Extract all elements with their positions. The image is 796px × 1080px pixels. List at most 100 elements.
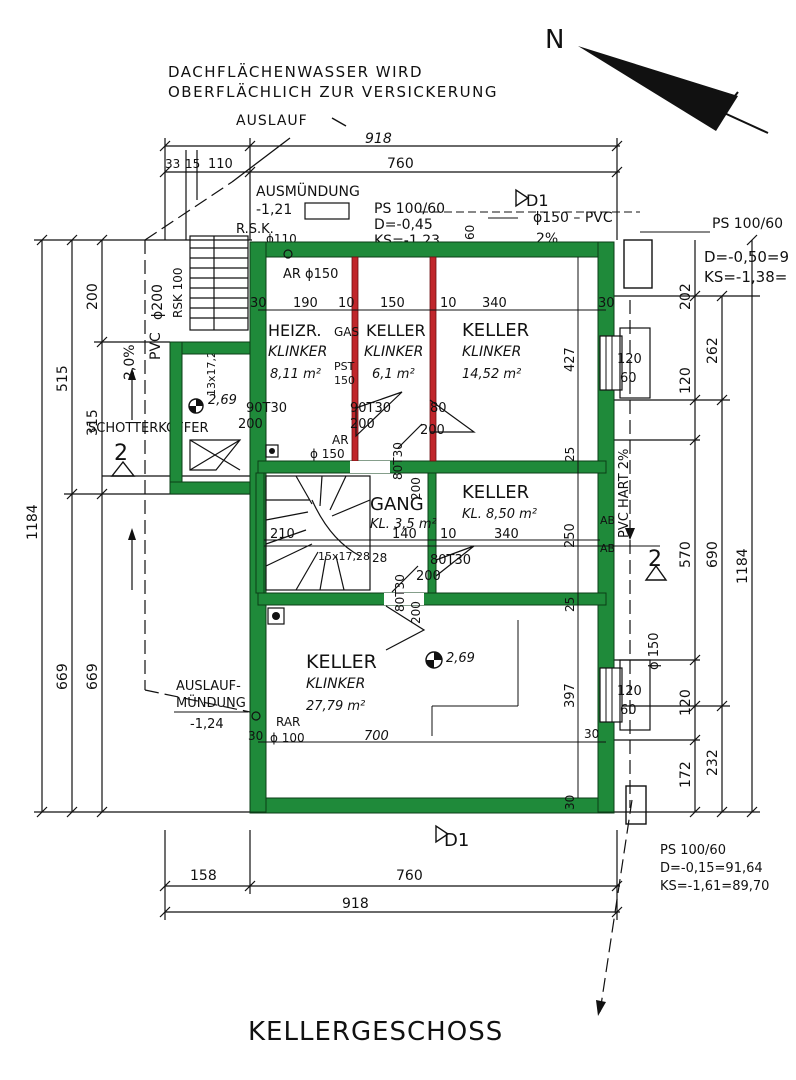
dim-bottom-b: 760 (396, 868, 423, 884)
bottom-ps: PS 100/60 (660, 843, 726, 858)
stair-level-28: 28 (372, 551, 387, 565)
fixture-ar: AR ϕ 150 (265, 433, 349, 461)
room-keller-b: KELLER KLINKER 14,52 m² (462, 320, 529, 382)
top-dimensions (159, 138, 623, 240)
level-269b: 2,69 (446, 651, 475, 666)
label-pvc-hart: PVC HART 2% (617, 449, 632, 538)
dim-row1-w4: 150 (380, 296, 405, 311)
label-steps-left: 13x17,25 (205, 344, 218, 396)
dim-top-b: 15 (185, 157, 200, 171)
dim-row1-w3: 10 (338, 296, 355, 311)
dim-v5: 397 (563, 683, 578, 708)
keller-b-name: KELLER (462, 320, 529, 341)
heiz-floor: KLINKER (268, 344, 327, 360)
bottom-right-manhole: PS 100/60 D=-0,15=91,64 KS=-1,61=89,70 (625, 785, 769, 894)
section-marker-right: 2 (264, 545, 668, 581)
pvc-pipe-label: ϕ150 – PVC (533, 210, 613, 226)
dim-row2-w4: 340 (494, 527, 519, 542)
dim-60: 60 (463, 225, 477, 240)
dim-left-total: 1184 (25, 504, 41, 540)
dim-top-a: 33 (165, 157, 180, 171)
label-schotter: SCHOTTERKOFFER (88, 421, 209, 436)
dim-row2-w2: 140 (392, 527, 417, 542)
door-1: 90T30 (246, 401, 287, 416)
dim-left-upper: 515 (55, 365, 71, 392)
level-marker-269: 2,69 (425, 651, 475, 669)
door-2: 90T30 (350, 401, 391, 416)
staircase (189, 439, 371, 591)
top-manhole-block: AUSMÜNDUNG -1,21 PS 100/60 D=-0,45 KS=-1… (236, 182, 640, 282)
keller-a-area: 6,1 m² (372, 367, 415, 382)
ar-left: AR (332, 433, 349, 447)
auslauf-mundung: AUSLAUF- MÜNDUNG -1,24 RAR ϕ 100 (174, 679, 305, 745)
dim-right-b: 120 (678, 367, 694, 394)
top-d: D=-0,45 (374, 217, 433, 233)
window-right-lower: 120 60 (599, 659, 651, 731)
level-marker-left (188, 398, 204, 414)
fixture-drain-lower (267, 607, 285, 625)
stair-label: 15x17,28 (318, 550, 370, 563)
section-2-right: 2 (648, 547, 662, 572)
section-d1-top: D1 (526, 191, 549, 210)
keller-d-name: KELLER (306, 651, 377, 673)
north-arrow: N (545, 25, 769, 134)
dim-bottom-overall: 918 (342, 896, 369, 912)
door-5b: 200 (416, 569, 441, 584)
note-auslauf: AUSLAUF (236, 113, 308, 129)
dim-left-lower: 669 (55, 663, 71, 690)
dim-row1-w7: 30 (598, 296, 615, 311)
ausmundung-value: -1,21 (256, 202, 292, 218)
dim-row3-w700: 700 (364, 729, 389, 744)
window-2-w: 120 (617, 684, 642, 699)
dim-row1-w2: 190 (293, 296, 318, 311)
dim-right-g: 690 (705, 541, 721, 568)
door-6b: 200 (409, 601, 423, 624)
window-1-h: 60 (620, 371, 637, 386)
mundung-label: MÜNDUNG (176, 694, 246, 711)
dim-right-c: 570 (678, 541, 694, 568)
dim-row2-w3: 10 (440, 527, 457, 542)
left-dimensions (34, 234, 252, 818)
keller-c-name: KELLER (462, 482, 529, 503)
gas-label: GAS (334, 325, 359, 339)
keller-b-area: 14,52 m² (462, 367, 521, 382)
room-keller-a: KELLER KLINKER 6,1 m² (364, 321, 426, 382)
rar-label: RAR (276, 715, 300, 729)
top-ps: PS 100/60 (374, 201, 445, 217)
dim-top-overall: 918 (365, 131, 392, 147)
north-label: N (545, 25, 564, 55)
window-right-upper: 120 60 (599, 327, 651, 399)
room-keller-d: KELLER KLINKER 27,79 m² (306, 651, 377, 714)
window-1-w: 120 (617, 352, 642, 367)
right-d: D=-0,50=9 (704, 248, 789, 266)
auslauf-m: AUSLAUF- (176, 679, 241, 694)
left-exterior (131, 181, 251, 713)
dim-row3-w30-left: 30 (248, 729, 263, 743)
bottom-dimensions (159, 830, 623, 920)
gang-name: GANG (370, 494, 424, 515)
note-line-1: DACHFLÄCHENWASSER WIRD (168, 62, 423, 81)
dim-right-f: 262 (705, 337, 721, 364)
room-gang: GANG KL. 3,5 m² (370, 494, 437, 532)
right-manhole-block: PS 100/60 D=-0,50=9 KS=-1,38= (623, 216, 789, 289)
dim-v1: 427 (563, 347, 578, 372)
section-2-left: 2 (114, 441, 128, 466)
dim-right-e: 172 (678, 761, 694, 788)
keller-a-name: KELLER (366, 321, 426, 340)
drainage-note: DACHFLÄCHENWASSER WIRD OBERFLÄCHLICH ZUR… (168, 62, 496, 183)
ab-label-1: AB (600, 514, 615, 527)
gang-area: KL. 3,5 m² (370, 517, 437, 532)
room-keller-c: KELLER KL. 8,50 m² (462, 482, 537, 522)
dim-v2: 25 (563, 447, 577, 462)
dim-v3: 250 (563, 523, 578, 548)
dim-v6: 30 (563, 795, 577, 810)
right-ks: KS=-1,38= (704, 268, 787, 286)
dim-top-inner: 760 (387, 156, 414, 172)
dim-row3-w30: 30 (584, 727, 599, 741)
door-6: 80T30 (393, 574, 407, 612)
door-4b: 200 (409, 477, 423, 500)
plan-title: KELLERGESCHOSS (248, 1017, 503, 1047)
label-pvc: PVC (148, 332, 164, 360)
section-marker-bottom: D1 (435, 824, 469, 851)
